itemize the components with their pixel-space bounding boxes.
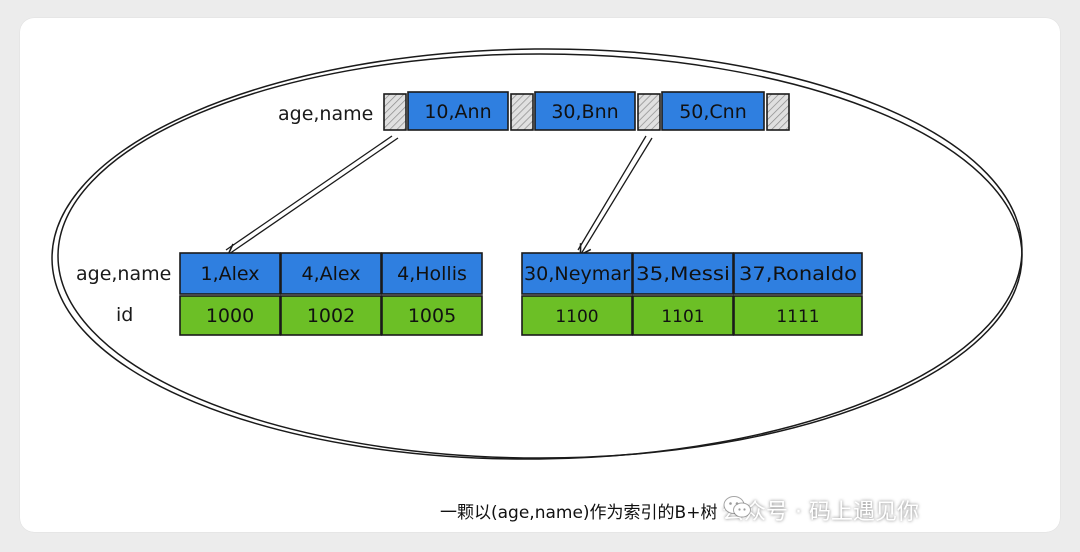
leaf-id-label: id	[116, 304, 133, 326]
root-pointer-0	[383, 93, 407, 131]
root-key-1	[534, 91, 636, 131]
left-leaf-key-0-text: 1,Alex	[200, 263, 259, 285]
left-leaf-id-2	[381, 295, 483, 336]
right-leaf-id-2	[733, 295, 863, 336]
pointer-arrow-right	[577, 135, 653, 257]
left-leaf-node	[179, 252, 483, 336]
right-leaf-id-0	[521, 295, 633, 336]
right-leaf-node	[521, 252, 863, 336]
pointer-arrow-left	[225, 135, 399, 256]
enclosing-ellipse	[51, 48, 1023, 460]
wechat-icon	[723, 496, 751, 518]
right-leaf-id-0-text: 1100	[555, 307, 598, 327]
right-leaf-key-1	[632, 252, 734, 295]
diagram-caption: 一颗以(age,name)作为索引的B+树	[440, 503, 718, 523]
root-key-2	[661, 91, 765, 131]
root-key-0	[407, 91, 509, 131]
watermark-text: 公众号 · 码上遇见你	[722, 500, 919, 525]
root-node-label: age,name	[278, 103, 373, 125]
right-leaf-id-1-text: 1101	[661, 307, 704, 327]
left-leaf-key-2	[381, 252, 483, 295]
right-leaf-key-0-text: 30,Neymar	[524, 263, 630, 285]
root-key-0-text: 10,Ann	[424, 101, 491, 123]
root-pointer-1	[510, 93, 534, 131]
left-leaf-id-1-text: 1002	[307, 305, 355, 327]
left-leaf-key-1-text: 4,Alex	[301, 263, 360, 285]
right-leaf-key-1-text: 35,Messi	[636, 263, 730, 285]
root-pointer-3	[766, 93, 790, 131]
left-leaf-key-2-text: 4,Hollis	[397, 263, 467, 285]
left-leaf-key-0	[179, 252, 281, 295]
diagram-card: age,name 10,Ann 30,Bnn 50,Cnn age,name i…	[20, 18, 1060, 532]
watermark: 公众号 · 码上遇见你	[722, 494, 919, 526]
leaf-key-label: age,name	[76, 263, 171, 285]
root-key-2-text: 50,Cnn	[679, 101, 747, 123]
right-leaf-id-2-text: 1111	[776, 307, 819, 327]
right-leaf-key-2-text: 37,Ronaldo	[739, 263, 857, 285]
left-leaf-id-0-text: 1000	[206, 305, 254, 327]
right-leaf-id-1	[632, 295, 734, 336]
root-key-1-text: 30,Bnn	[551, 101, 618, 123]
right-leaf-key-0	[521, 252, 633, 295]
root-pointer-2	[637, 93, 661, 131]
left-leaf-id-1	[280, 295, 382, 336]
left-leaf-id-2-text: 1005	[408, 305, 456, 327]
left-leaf-id-0	[179, 295, 281, 336]
b-plus-tree-diagram: age,name 10,Ann 30,Bnn 50,Cnn age,name i…	[51, 48, 1023, 460]
right-leaf-key-2	[733, 252, 863, 295]
left-leaf-key-1	[280, 252, 382, 295]
root-node	[383, 91, 790, 131]
